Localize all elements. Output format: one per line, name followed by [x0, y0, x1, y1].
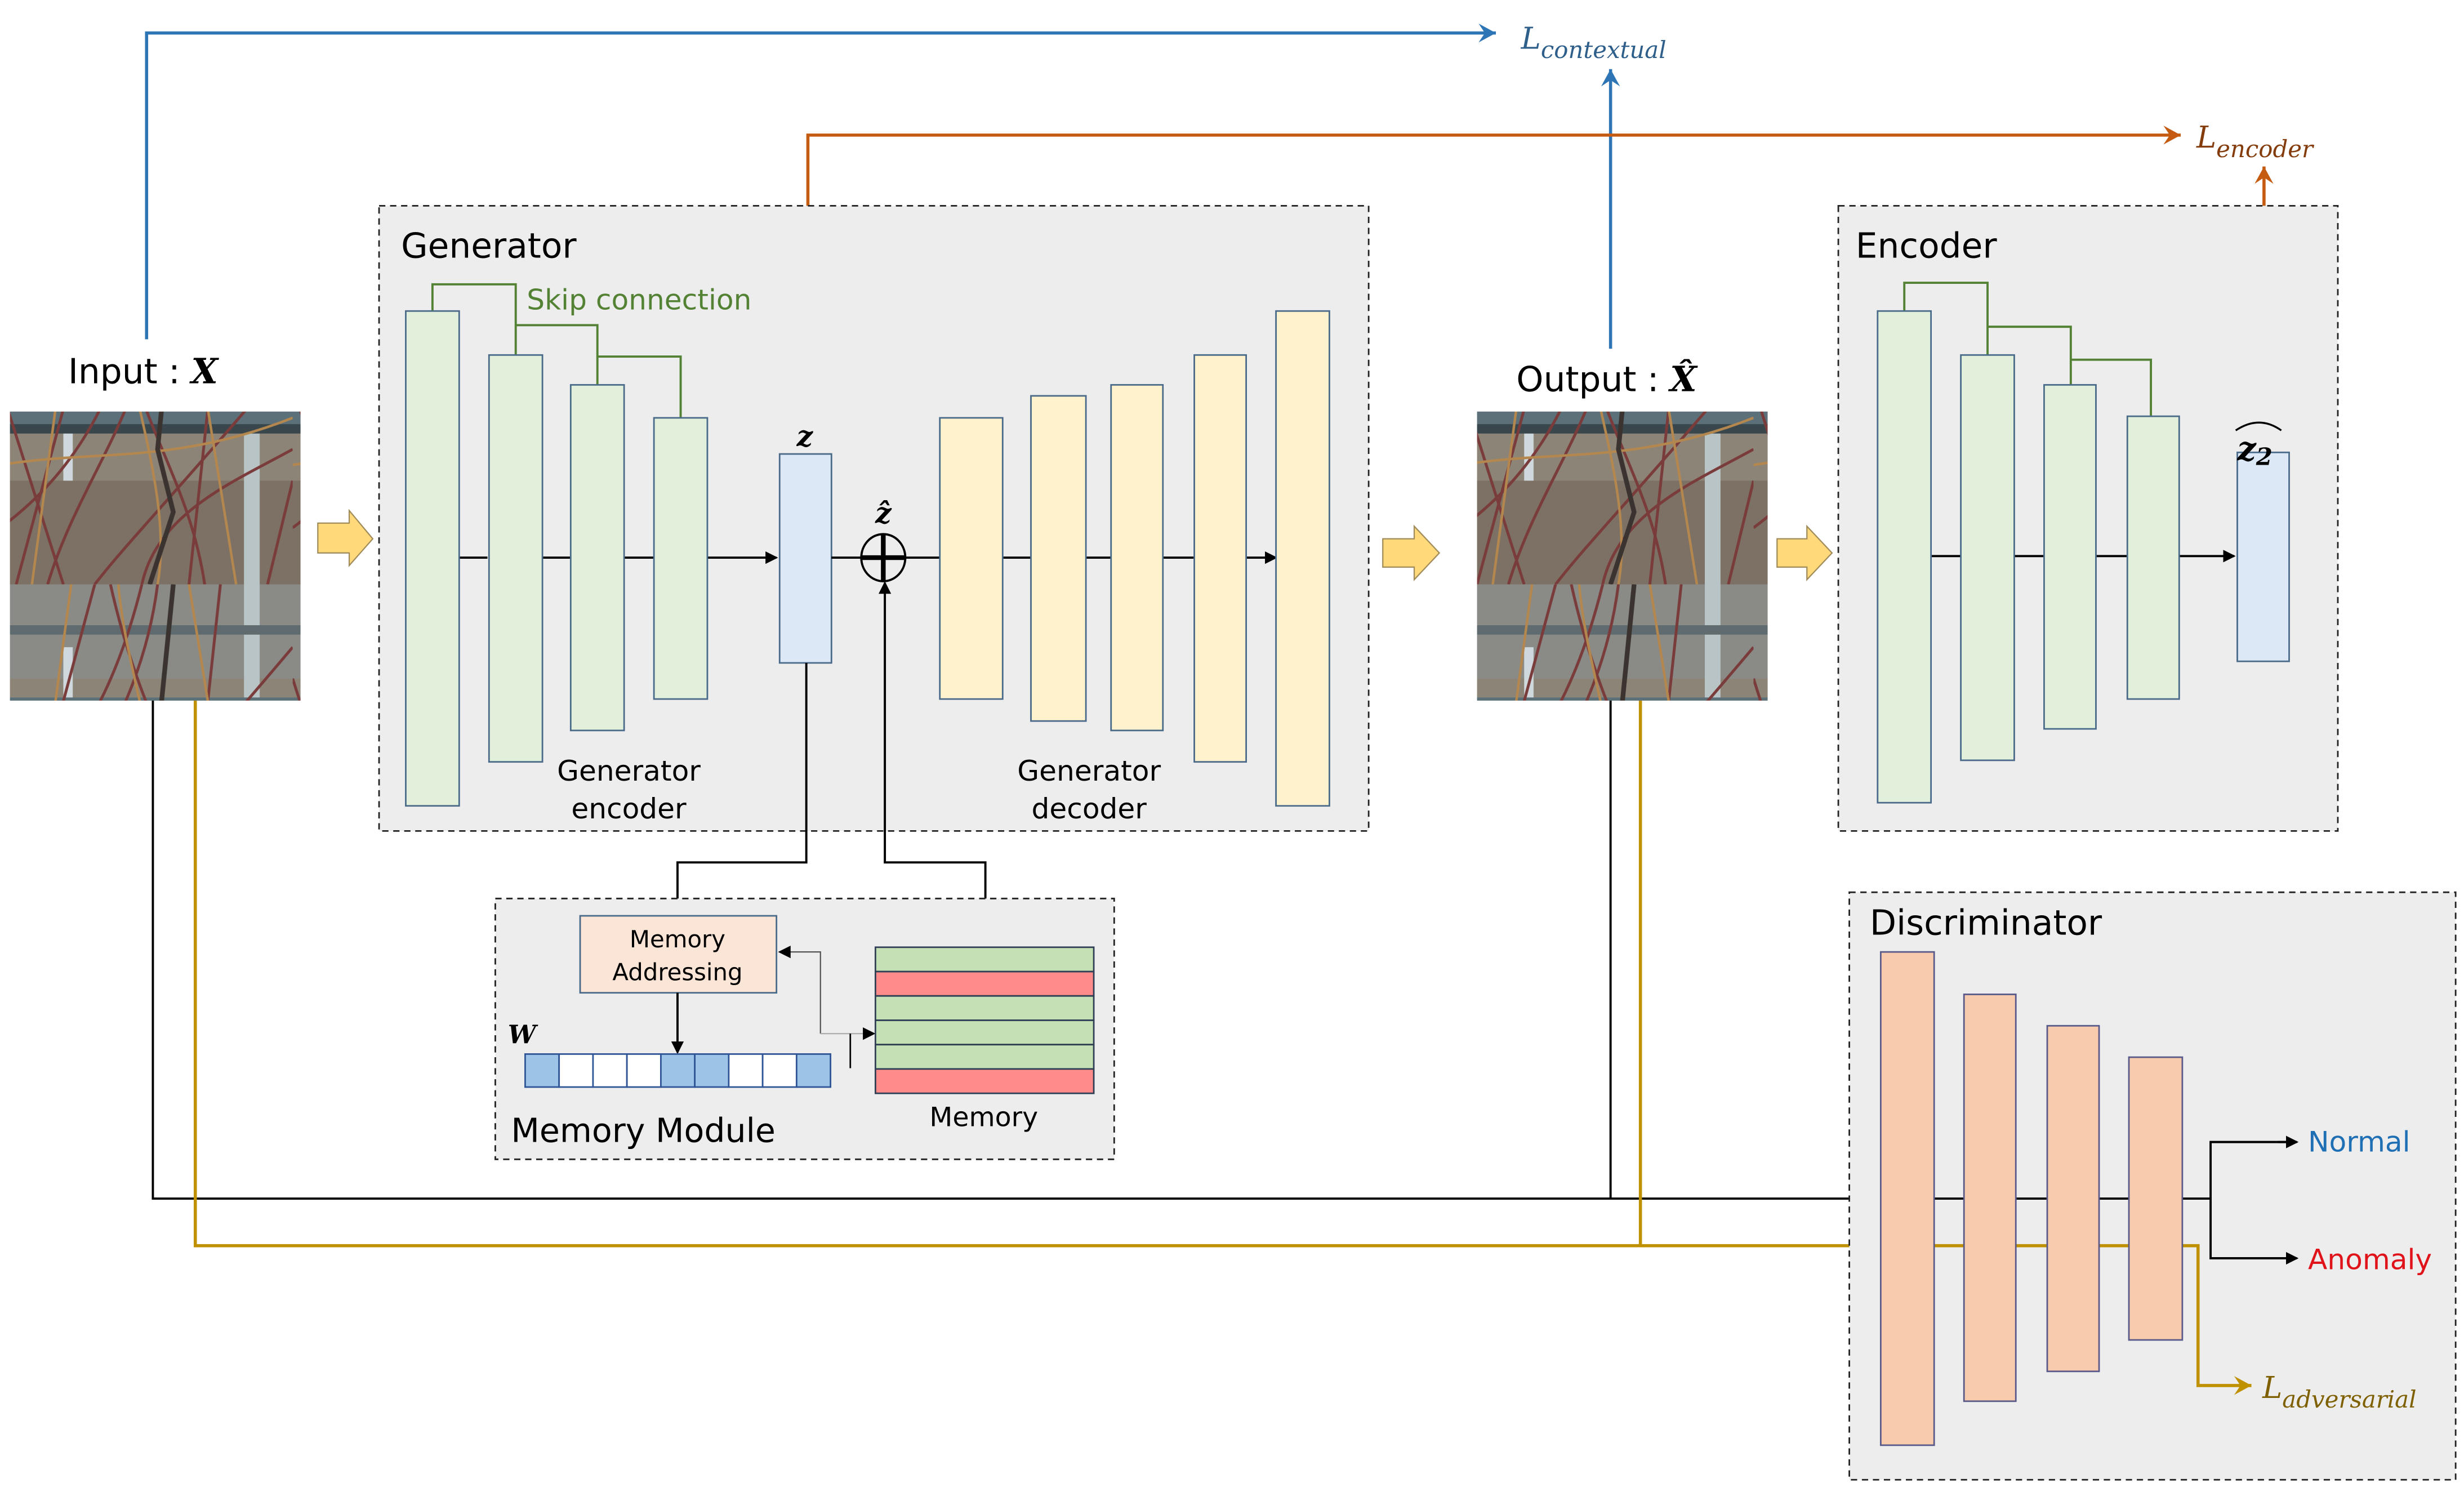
- memory-module: Memory Addressing W Memory Memory Module: [494, 897, 1115, 1160]
- encoder-layer-4: [2126, 415, 2180, 700]
- output-image: [1477, 411, 1768, 701]
- discriminator-layer-3: [2046, 1025, 2100, 1373]
- sum-operator-icon: [860, 533, 907, 582]
- discriminator-layer-4: [2128, 1056, 2184, 1341]
- adversarial-loss-label: Ladversarial: [2262, 1371, 2416, 1413]
- memory-slot-normal: [874, 995, 1095, 1021]
- memory-slot-normal: [874, 1044, 1095, 1070]
- latent-z2-hat-label: z2: [2236, 429, 2272, 470]
- memory-addressing-box: [579, 915, 778, 994]
- discriminator-block: Discriminator Normal Anomaly Ladversaria…: [1848, 891, 2457, 1481]
- memory-bank: [874, 946, 1095, 1094]
- gen-encoder-layer-4: [653, 417, 709, 700]
- memory-addressing-label-1: Memory: [630, 925, 725, 953]
- weight-cell-active: [660, 1053, 696, 1088]
- input-image: [10, 411, 301, 701]
- weight-cell-inactive: [761, 1053, 797, 1088]
- gen-decoder-layer-1: [939, 417, 1004, 700]
- generator-block: Generator Skip connection Generator enco…: [378, 204, 1370, 832]
- memory-slot-normal: [874, 1019, 1095, 1046]
- latent-z-label: z: [796, 420, 814, 453]
- memory-slot-anomaly: [874, 970, 1095, 997]
- weight-cell-inactive: [558, 1053, 594, 1088]
- gen-encoder-layer-1: [405, 310, 460, 807]
- weight-cell-active: [795, 1053, 832, 1088]
- discriminator-layer-1: [1879, 951, 1935, 1446]
- input-adversarial-line: [193, 700, 1881, 1255]
- memory-addressing-label-2: Addressing: [612, 958, 742, 986]
- normal-output-label: Normal: [2308, 1125, 2410, 1158]
- classifier-branch: [2209, 1141, 2296, 1259]
- discriminator-title: Discriminator: [1870, 903, 2102, 943]
- memory-slot-anomaly: [874, 1068, 1095, 1094]
- weight-cell-active: [694, 1053, 730, 1088]
- weight-cell-active: [524, 1053, 560, 1088]
- encoder-loss-label: Lencoder: [2196, 121, 2315, 163]
- skip-connection-label: Skip connection: [527, 283, 751, 316]
- memory-slot-normal: [874, 946, 1095, 973]
- gen-decoder-layer-5: [1275, 310, 1330, 807]
- encoder-title: Encoder: [1856, 226, 1998, 266]
- input-to-discriminator-line: [152, 700, 1883, 1205]
- latent-z2-hat-accent: [2235, 421, 2282, 431]
- memory-to-addressing-arrow: [778, 945, 821, 1034]
- contextual-loss-label: Lcontextual: [1521, 21, 1667, 64]
- output-to-encoder-arrow: [1776, 524, 1833, 581]
- gen-encoder-label-1: Generator: [557, 754, 701, 787]
- discriminator-adversarial-flow: [1934, 1244, 2251, 1386]
- encoder-layer-2: [1960, 354, 2015, 761]
- gen-decoder-layer-2: [1030, 395, 1087, 722]
- input-to-generator-arrow: [317, 509, 374, 568]
- encoder-block: Encoder z2: [1837, 204, 2339, 832]
- weight-label: W: [508, 1019, 538, 1049]
- gen-decoder-layer-3: [1110, 384, 1164, 732]
- gen-encoder-label-2: encoder: [571, 792, 687, 825]
- memory-to-sum-line: [878, 581, 987, 899]
- encoder-skip-connections: [1903, 282, 2153, 417]
- output-label: Output : X̂: [1516, 359, 1698, 399]
- memory-module-title: Memory Module: [511, 1112, 776, 1150]
- anomaly-output-label: Anomaly: [2308, 1243, 2432, 1276]
- latent-z2-block: [2236, 451, 2290, 662]
- gen-encoder-layer-3: [569, 384, 625, 732]
- memory-label: Memory: [929, 1102, 1038, 1133]
- encoder-layer-1: [1877, 310, 1932, 804]
- weight-vector: [524, 1053, 832, 1088]
- gen-encoder-layer-2: [488, 354, 543, 763]
- weight-cell-inactive: [626, 1053, 662, 1088]
- weight-cell-inactive: [728, 1053, 764, 1088]
- contextual-loss-line-input: [145, 23, 1496, 340]
- generator-to-output-arrow: [1382, 524, 1441, 581]
- discriminator-layer-2: [1963, 994, 2017, 1402]
- latent-z-hat-label: ẑ: [875, 497, 892, 530]
- gen-decoder-layer-4: [1193, 354, 1247, 763]
- encoder-layer-3: [2043, 384, 2097, 730]
- latent-z-block: [778, 453, 832, 664]
- input-label: Input : X: [68, 351, 220, 392]
- weight-cell-inactive: [592, 1053, 628, 1088]
- gen-decoder-label-1: Generator: [1017, 754, 1161, 787]
- skip-connections: [431, 283, 682, 418]
- generator-title: Generator: [401, 226, 577, 266]
- gen-decoder-label-2: decoder: [1031, 792, 1147, 825]
- z-to-memory-line: [676, 662, 808, 899]
